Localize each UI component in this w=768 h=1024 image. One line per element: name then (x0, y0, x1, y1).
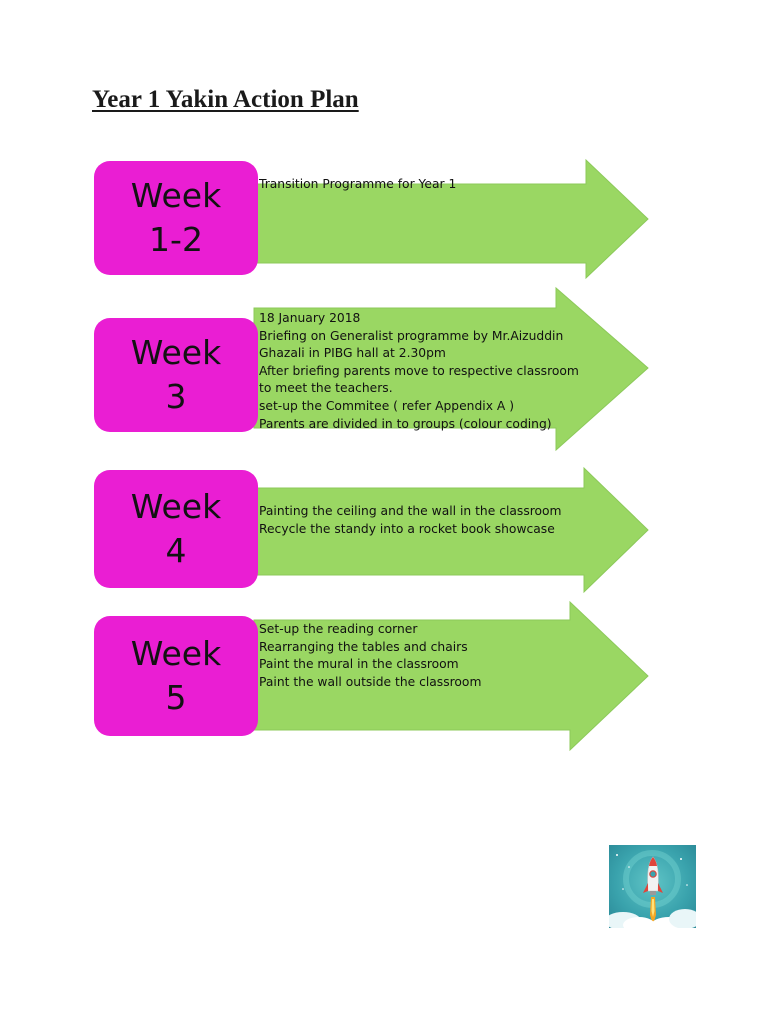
week-tasks: Painting the ceiling and the wall in the… (259, 503, 579, 538)
task-line: Paint the wall outside the classroom (259, 674, 482, 689)
week-word: Week (130, 634, 222, 673)
week-row-3: Week 4 Painting the ceiling and the wall… (0, 466, 768, 594)
task-line: Transition Programme for Year 1 (259, 177, 457, 191)
week-row-1: Week 1-2 Transition Programme for Year 1 (0, 158, 768, 280)
arrow-shape (253, 286, 649, 452)
task-line: Recycle the standy into a rocket book sh… (259, 521, 555, 536)
week-word: Week (130, 333, 222, 372)
week-tasks: Set-up the reading corner Rearranging th… (259, 621, 579, 691)
task-line: Rearranging the tables and chairs (259, 639, 468, 654)
task-line: 18 January 2018 (259, 311, 361, 325)
week-row-4: Week 5 Set-up the reading corner Rearran… (0, 600, 768, 752)
arrow-shape (253, 466, 649, 594)
week-number: 5 (165, 678, 187, 717)
week-label-box: Week 5 (94, 616, 258, 736)
task-line: Parents are divided in to groups (colour… (259, 416, 552, 431)
document-title: Year 1 Yakin Action Plan (92, 86, 359, 113)
week-number: 1-2 (149, 220, 203, 259)
week-number: 3 (165, 377, 187, 416)
week-word: Week (130, 176, 222, 215)
arrow-shape (253, 158, 649, 280)
task-line: set-up the Commitee ( refer Appendix A ) (259, 398, 514, 413)
week-label-box: Week 3 (94, 318, 258, 432)
arrow-shape (253, 600, 649, 752)
week-tasks: Transition Programme for Year 1 (259, 176, 579, 194)
task-line: Briefing on Generalist programme by Mr.A… (259, 328, 564, 361)
week-row-2: Week 3 18 January 2018 Briefing on Gener… (0, 286, 768, 452)
week-label-box: Week 1-2 (94, 161, 258, 275)
rocket-launch-icon (609, 845, 696, 928)
week-number: 4 (165, 531, 187, 570)
task-line: Set-up the reading corner (259, 622, 418, 636)
week-tasks: 18 January 2018 Briefing on Generalist p… (259, 310, 579, 433)
week-word: Week (130, 487, 222, 526)
task-line: After briefing parents move to respectiv… (259, 363, 579, 396)
week-label-box: Week 4 (94, 470, 258, 588)
task-line: Painting the ceiling and the wall in the… (259, 504, 562, 518)
task-line: Paint the mural in the classroom (259, 657, 459, 672)
